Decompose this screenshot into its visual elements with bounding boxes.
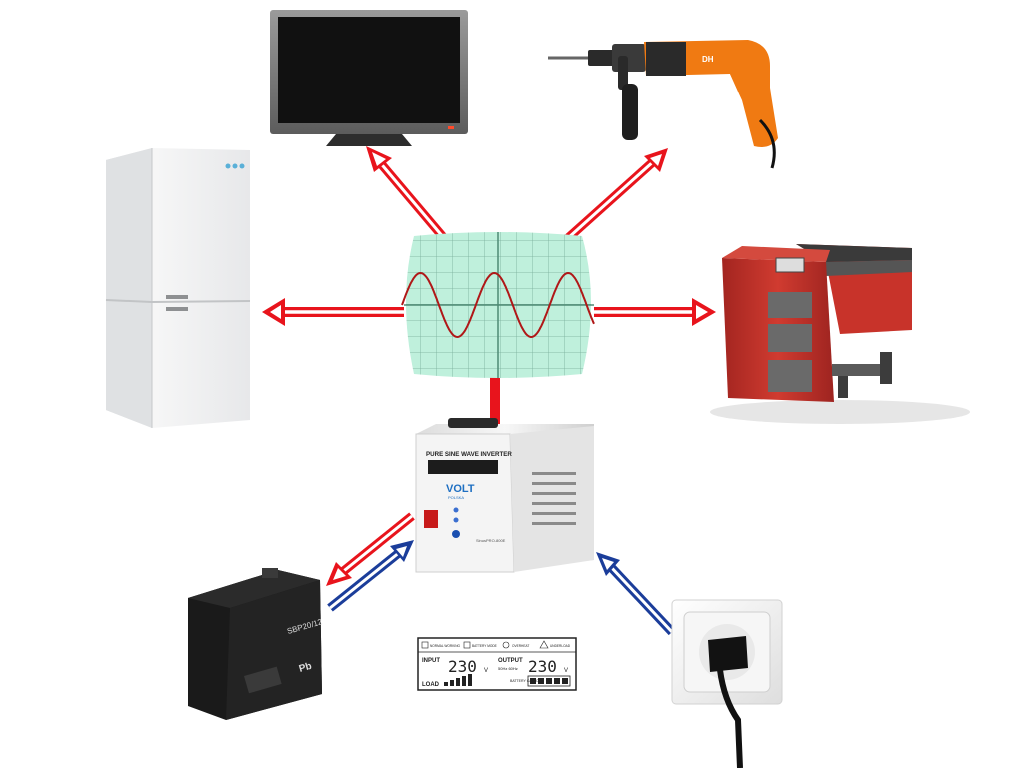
arrow-battery-to-inverter	[327, 540, 414, 612]
arrow-socket-to-inverter	[596, 552, 676, 636]
battery-chem: Pb	[298, 661, 313, 675]
lcd-icon-overheat: OVERHEAT	[512, 644, 529, 648]
wall-socket-icon	[671, 599, 783, 768]
arrow-to-fridge	[262, 298, 404, 326]
lcd-frequency: 50Hz 60Hz	[498, 666, 518, 671]
lcd-capacity-bars	[527, 675, 571, 687]
tv-icon	[270, 10, 468, 146]
lcd-input-label: INPUT	[422, 658, 440, 664]
lcd-capacity-label: BATTERY CAPACITY	[510, 679, 545, 683]
lcd-output-unit: V	[564, 668, 568, 674]
sine-wave	[401, 271, 595, 339]
lcd-output-value: 230	[528, 657, 557, 676]
lcd-icon-normal: NORMAL WORKING	[430, 644, 461, 648]
arrow-to-tv	[366, 146, 448, 241]
input-arrows	[327, 540, 676, 636]
arrow-to-boiler	[594, 298, 716, 326]
arrow-inverter-to-scope	[490, 374, 500, 424]
lcd-panel: NORMAL WORKING BATTERY MODE OVERHEAT UND…	[417, 637, 577, 691]
inverter-model: SinusPRO-800E	[476, 538, 506, 543]
lcd-input-unit: V	[484, 668, 488, 674]
lcd-output-label: OUTPUT	[498, 658, 523, 664]
boiler-icon	[710, 244, 970, 424]
power-switch	[424, 510, 438, 528]
arrow-inverter-to-battery	[326, 512, 415, 586]
lcd-input-value: 230	[448, 657, 477, 676]
lcd-icon-underload: UNDERLOAD	[550, 644, 571, 648]
fridge-icon	[105, 148, 251, 428]
inverter-brand-sub: POLSKA	[448, 495, 464, 500]
reset-button	[452, 530, 460, 538]
arrow-to-drill	[564, 148, 668, 242]
lcd-load-label: LOAD	[422, 682, 440, 688]
sine-wave-screen	[401, 232, 595, 378]
inverter-display	[428, 460, 498, 474]
output-arrows	[262, 146, 716, 586]
inverter-device: PURE SINE WAVE INVERTER VOLT POLSKA Sinu…	[415, 418, 594, 573]
svg-text:DH: DH	[702, 55, 714, 64]
inverter-brand: VOLT	[446, 483, 475, 495]
inverter-title: PURE SINE WAVE INVERTER	[426, 451, 512, 458]
drill-icon: DH	[548, 40, 778, 169]
lcd-icon-battery-mode: BATTERY MODE	[472, 644, 497, 648]
battery-icon: SBP20/12 Pb	[188, 568, 324, 720]
lcd-load-bars	[444, 674, 472, 686]
